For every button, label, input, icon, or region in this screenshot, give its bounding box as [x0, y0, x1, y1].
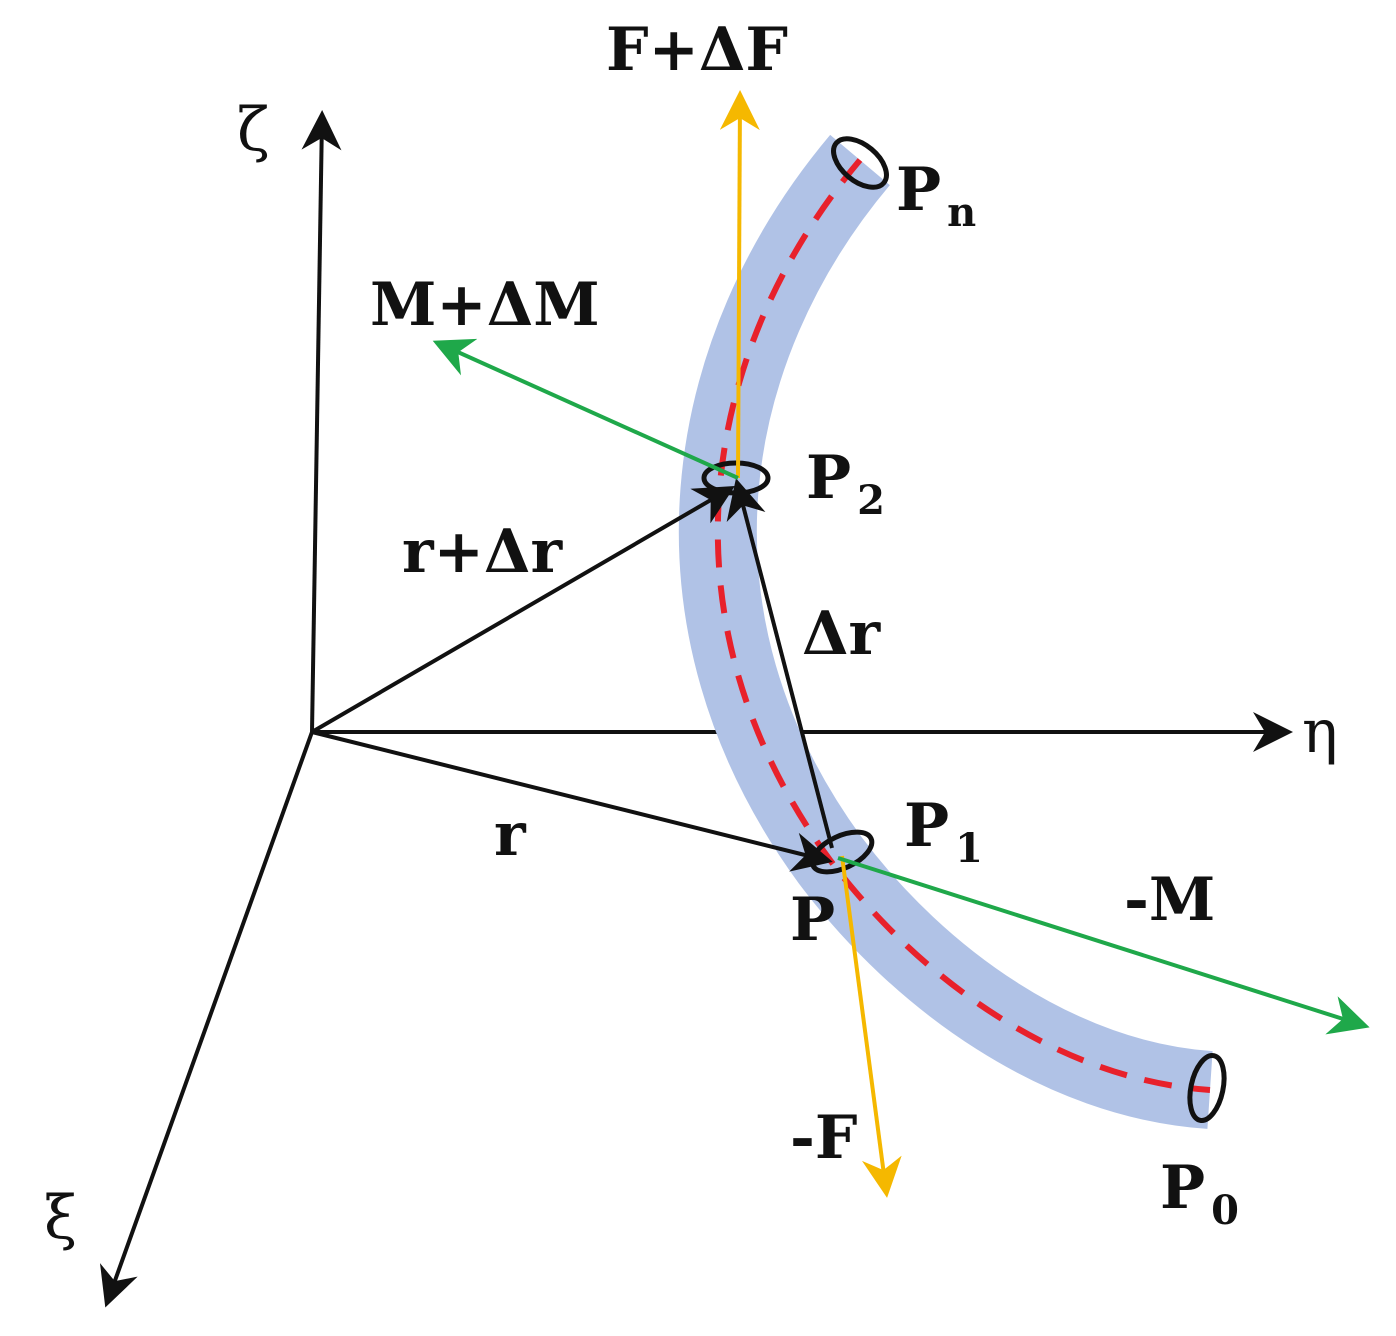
- xi-axis: [99, 731, 314, 1308]
- moment-m-plus-dm-arrow: [432, 338, 739, 480]
- p-label: P: [790, 885, 835, 955]
- pn-label-base: P: [896, 155, 941, 225]
- p2-label-sub: 2: [857, 477, 885, 524]
- p0-label-base: P: [1160, 1153, 1205, 1223]
- f-plus-df-label: F+ΔF: [606, 15, 788, 85]
- force-f-plus-df-arrow: [719, 90, 760, 479]
- p1-label-sub: 1: [955, 825, 983, 872]
- cross-section-pn: [831, 136, 889, 190]
- rod-centerline: [714, 158, 1211, 1093]
- zeta-axis: [301, 110, 342, 733]
- cross-section-p0: [1187, 1053, 1227, 1123]
- eta-axis-label: η: [1302, 697, 1338, 767]
- force-minus-f-arrow: [840, 855, 902, 1198]
- p2-label-base: P: [806, 443, 851, 513]
- r-label: r: [494, 800, 527, 870]
- minus-f-label: -F: [790, 1103, 858, 1173]
- r-vector: [311, 730, 833, 872]
- m-plus-dm-label: M+ΔM: [370, 270, 600, 340]
- moment-minus-m-arrow: [837, 856, 1370, 1035]
- xi-axis-label: ξ: [44, 1183, 77, 1253]
- dr-label: Δr: [802, 599, 882, 669]
- p1-label-base: P: [904, 791, 949, 861]
- r-plus-dr-vector: [310, 485, 735, 734]
- p0-label-sub: 0: [1211, 1187, 1239, 1234]
- minus-m-label: -M: [1124, 865, 1215, 935]
- pn-label-sub: n: [947, 189, 976, 236]
- dr-vector: [726, 478, 834, 849]
- zeta-axis-label: ζ: [237, 95, 270, 165]
- r-plus-dr-label: r+Δr: [402, 517, 563, 587]
